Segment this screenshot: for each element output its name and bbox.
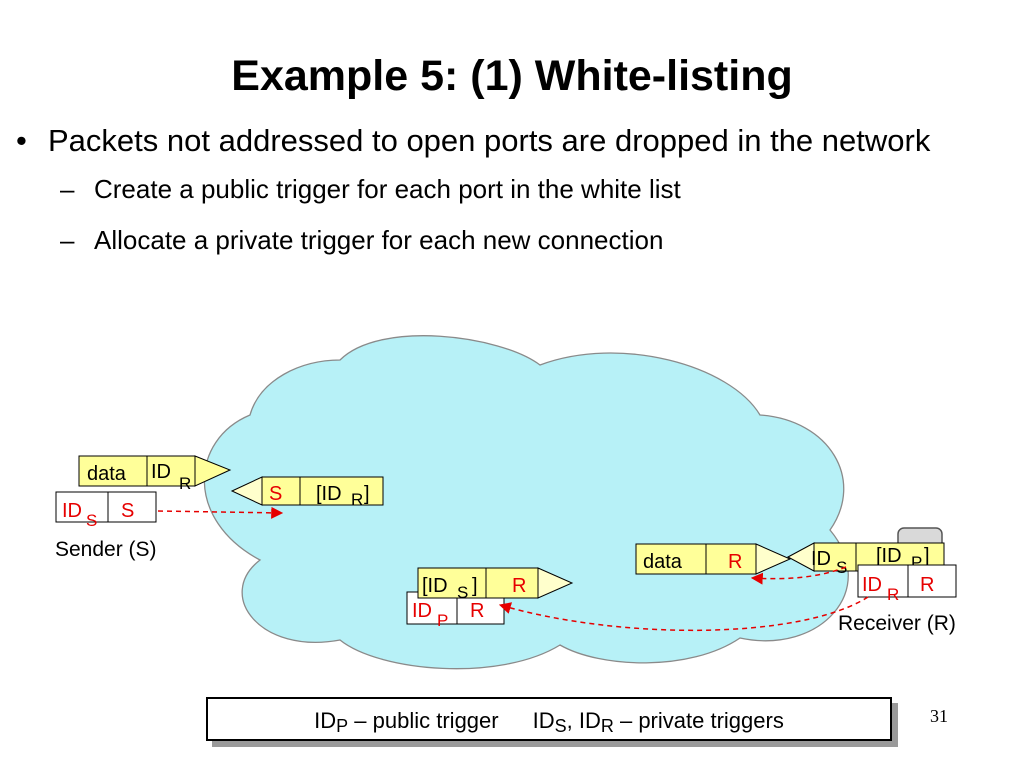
dash-icon: – [60,174,75,204]
sub-bullet-item: – Create a public trigger for each port … [14,174,1004,204]
trigger-dest-label: [ID [876,545,902,567]
dashed-arrow [157,506,284,519]
sub-bullet-text: Allocate a private trigger for each new … [94,225,664,255]
forward-packet: data R [635,543,792,575]
legend-private-sub: S [554,716,567,736]
packet-id-label: ID [151,461,171,483]
trigger-id-label: ID [811,548,831,570]
sender-trigger: ID S S [55,491,157,530]
bullet-item: • Packets not addressed to open ports ar… [14,122,1004,160]
trigger-addr-label: S [121,500,134,522]
trigger-addr-label: S [269,483,282,505]
sub-bullet-item: – Allocate a private trigger for each ne… [14,225,1004,255]
trigger-id-close: ] [472,575,478,597]
receiver-private-trigger: ID R R [857,564,957,604]
dashed-arrow [750,566,847,585]
trigger-id-label: ID [862,574,882,596]
packet-data-label: data [87,463,127,485]
trigger-id-close: ] [364,483,370,505]
sender-label: Sender (S) [55,538,157,561]
dash-icon: – [60,225,75,255]
public-trigger: ID P R [ID S ] R [406,567,574,630]
legend-private-text: – private triggers [613,708,784,733]
trigger-id-label: [ID [422,575,448,597]
packet-id-sub: R [179,474,191,493]
bullet-dot-icon: • [16,123,27,158]
legend-private-id: ID [532,708,555,733]
trigger-id-sub: R [887,585,899,604]
trigger-id-label: ID [62,500,82,522]
trigger-id-sub: P [437,611,448,630]
dashed-arrow [498,596,869,632]
sender-packet: data ID R [78,455,232,493]
network-cloud [203,335,849,670]
legend-private-sep: , ID [566,708,601,733]
receiver-label: Receiver (R) [838,612,956,635]
trigger-id-sub: R [351,490,363,509]
trigger-addr-label: R [920,574,934,596]
packet-addr-label: R [728,551,742,573]
legend-private-sub: R [600,716,614,736]
bullet-list: • Packets not addressed to open ports ar… [14,122,1004,255]
slide-title: Example 5: (1) White-listing [231,52,793,100]
trigger-addr-label: R [512,575,526,597]
trigger-id-sub: S [457,583,468,602]
trigger-id-label: ID [412,600,432,622]
trigger-id-sub: S [836,558,847,577]
page-number: 31 [930,706,948,726]
trigger-id-sub: S [86,511,97,530]
trigger-addr-label: R [470,600,484,622]
trigger-dest-sub: P [911,553,922,572]
legend-public-sub: P [336,716,349,736]
cloud-trigger-s: S [ID R ] [230,476,384,509]
trigger-dest-close: ] [924,545,930,567]
bullet-text: Packets not addressed to open ports are … [48,123,931,158]
legend-public-id: ID [314,708,337,733]
sub-bullet-text: Create a public trigger for each port in… [94,174,681,204]
packet-data-label: data [643,551,683,573]
trigger-id-label: [ID [316,483,342,505]
legend-public-text: – public trigger [348,708,499,733]
